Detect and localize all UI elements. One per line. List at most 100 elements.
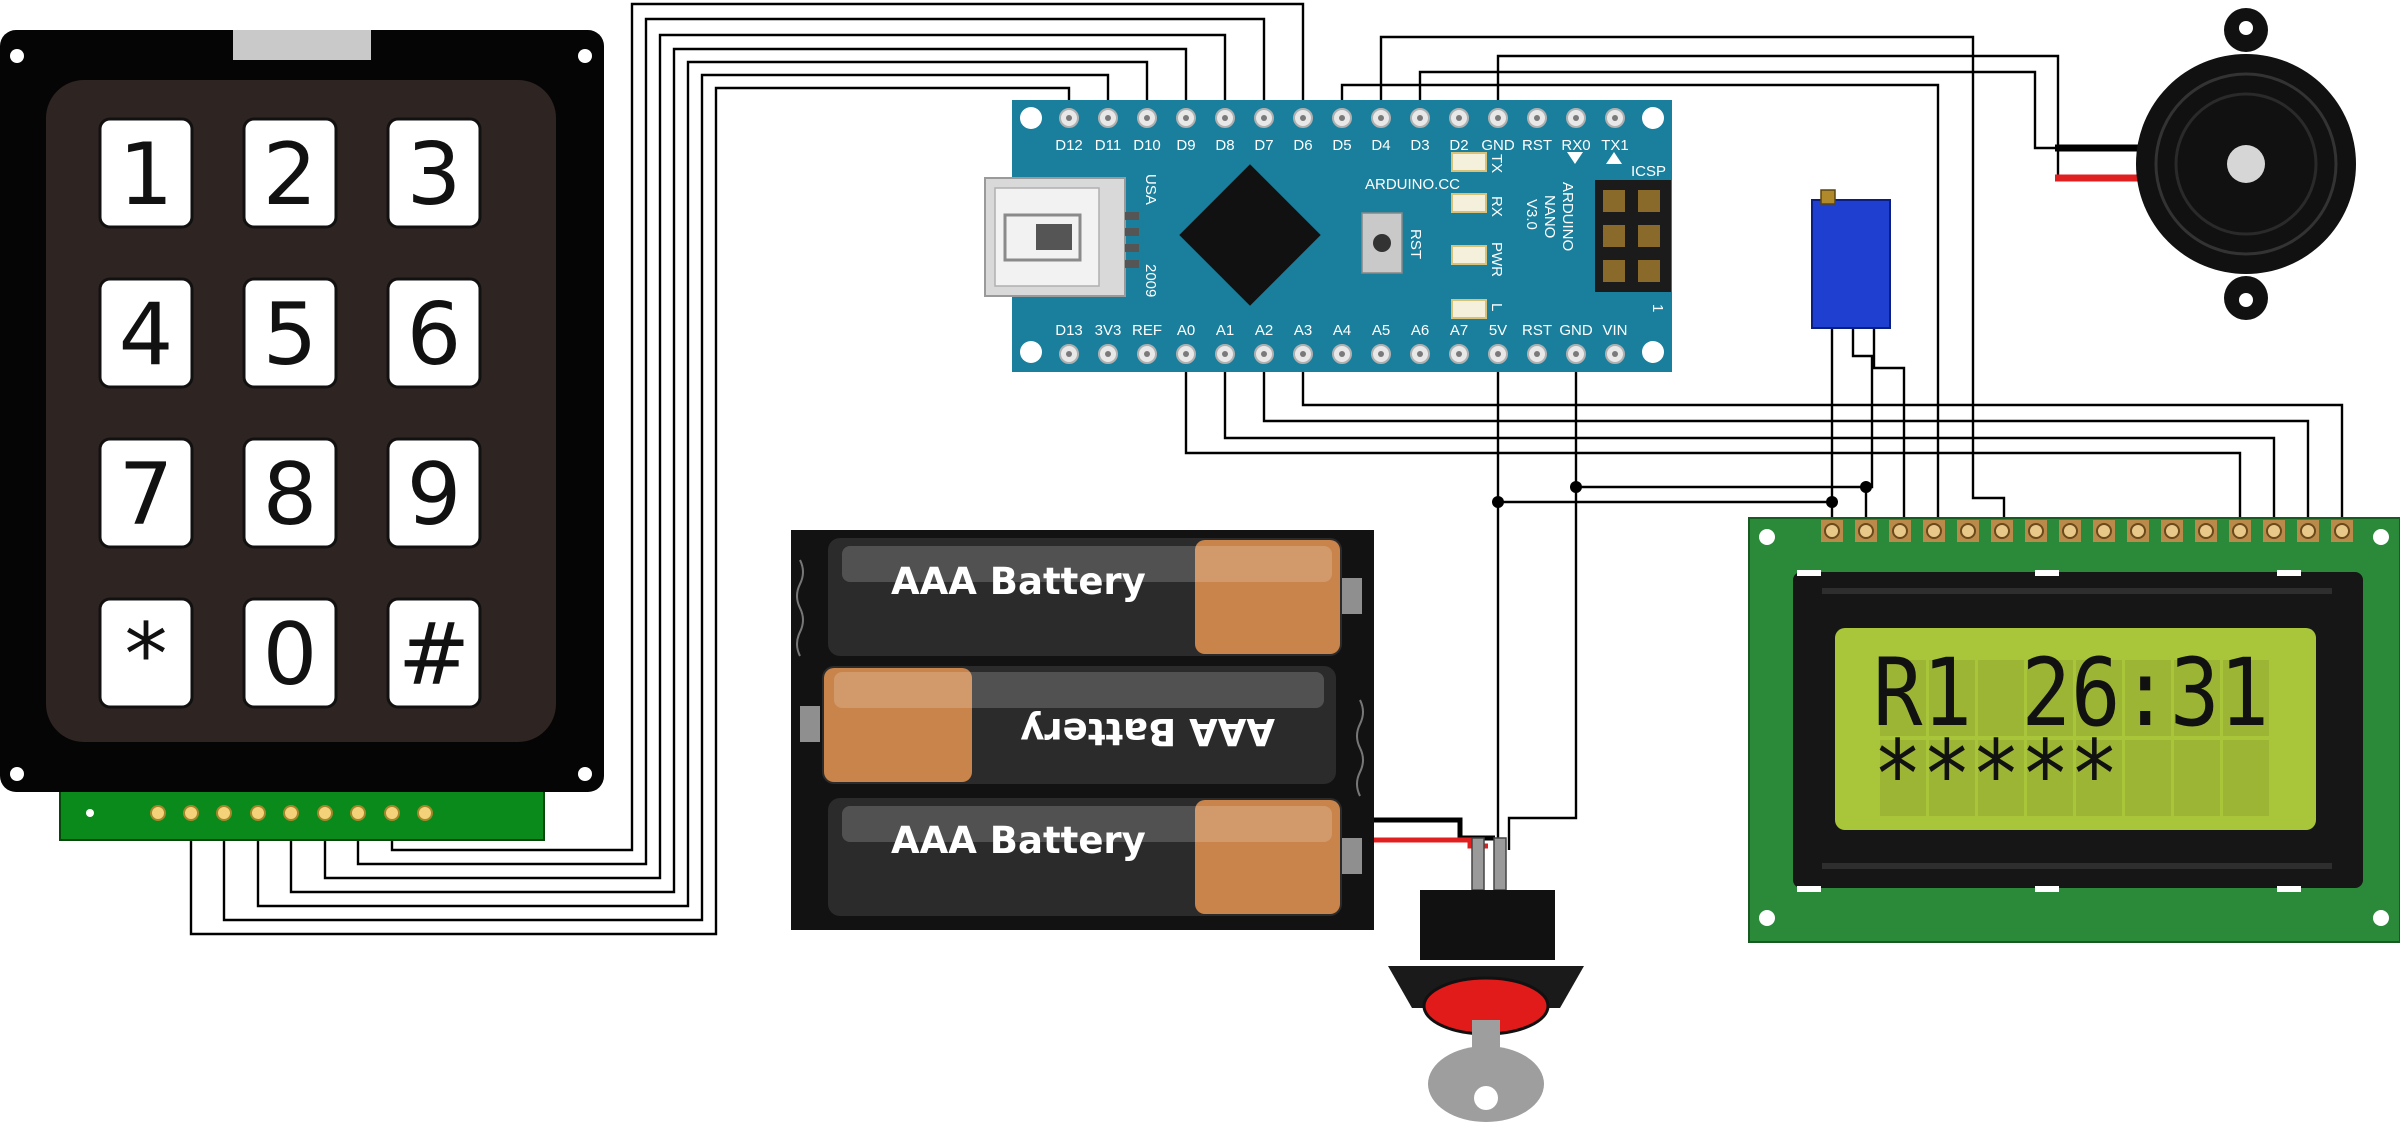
junction-dot: [1570, 481, 1582, 493]
lcd-cell: [2223, 660, 2269, 736]
lcd-header-pins: [1797, 520, 2353, 892]
lcd-pin: [1960, 523, 1976, 539]
lcd-mount-hole: [2373, 910, 2389, 926]
nano-pin-label: D6: [1293, 137, 1312, 154]
keypad-key[interactable]: 6: [386, 277, 482, 389]
keypad-key[interactable]: 7: [98, 437, 194, 549]
nano-icsp-pin1-label: 1: [1649, 304, 1666, 312]
nano-model-line-2: NANO: [1541, 195, 1558, 238]
nano-pin-hole: [1612, 115, 1618, 121]
keypad-key-face[interactable]: [98, 277, 194, 389]
nano-pin-hole: [1573, 115, 1579, 121]
lcd-notch: [2035, 886, 2059, 892]
nano-pin-label: A4: [1333, 322, 1351, 339]
keypad-key-face[interactable]: [386, 437, 482, 549]
keypad-key-face[interactable]: [242, 277, 338, 389]
keypad-key[interactable]: 4: [98, 277, 194, 389]
keypad-key[interactable]: #: [386, 597, 482, 709]
nano-pin-label: D11: [1095, 137, 1121, 154]
lcd-pin: [2062, 523, 2078, 539]
lcd-pin: [1926, 523, 1942, 539]
nano-pin-hole: [1573, 351, 1579, 357]
reset-button-cap[interactable]: [1373, 234, 1391, 252]
lcd-line-2: *****: [1873, 721, 2119, 830]
lcd-pin: [2198, 523, 2214, 539]
mount-hole: [578, 767, 592, 781]
buzzer-center-icon: [2227, 145, 2265, 183]
keypad-key-label: 3: [407, 125, 462, 225]
keypad-key[interactable]: 3: [386, 117, 482, 229]
nano-pin-label: A1: [1216, 322, 1234, 339]
nano-pin-label: D8: [1215, 137, 1234, 154]
keypad-key-label: 6: [407, 285, 462, 385]
nano-mount-hole: [1642, 341, 1664, 363]
keypad-key[interactable]: 5: [242, 277, 338, 389]
battery-label-2: AAA Battery: [1020, 710, 1275, 753]
keypad-key-label: 7: [119, 445, 174, 545]
lcd-cell: [2027, 660, 2073, 736]
reset-button[interactable]: [1361, 212, 1403, 274]
nano-pin-hole: [1183, 351, 1189, 357]
keypad-key[interactable]: 1: [98, 117, 194, 229]
lcd-cell: [1929, 660, 1975, 736]
keypad-key-face[interactable]: [386, 277, 482, 389]
keypad-pin: [216, 805, 232, 821]
led-l: [1451, 299, 1487, 319]
lcd-bezel-slot: [1822, 863, 2332, 869]
lcd-cell: [2223, 740, 2269, 816]
keypad-key-face[interactable]: [386, 597, 482, 709]
nano-pin-label: A3: [1294, 322, 1312, 339]
mount-hole: [578, 49, 592, 63]
potentiometer-screw[interactable]: [1820, 189, 1836, 205]
lcd-notch: [1797, 886, 1821, 892]
keypad-key-face[interactable]: [242, 117, 338, 229]
nano-pin-label: D10: [1133, 137, 1161, 154]
key-hole: [1474, 1086, 1498, 1110]
nano-pin-label: D12: [1055, 137, 1083, 154]
lcd-cell: [2125, 660, 2171, 736]
keypad-key-face[interactable]: [242, 437, 338, 549]
keypad-face: [46, 80, 556, 742]
keypad-key-label: 1: [119, 125, 174, 225]
lcd-pin: [2232, 523, 2248, 539]
lcd-pin: [1892, 523, 1908, 539]
keypad-key[interactable]: 0: [242, 597, 338, 709]
lcd-cell: [1880, 660, 1926, 736]
keypad-key-label: #: [398, 605, 470, 705]
keypad-key[interactable]: *: [98, 597, 194, 709]
nano-brand: ARDUINO.CC: [1365, 176, 1460, 193]
keypad-key-label: 8: [263, 445, 318, 545]
icsp-pins: [1603, 190, 1660, 282]
nano-pin-hole: [1222, 351, 1228, 357]
wire-a1-lcd: [1223, 354, 2276, 530]
nano-pin-hole: [1534, 115, 1540, 121]
keypad-key[interactable]: 8: [242, 437, 338, 549]
keypad-key-face[interactable]: [98, 597, 194, 709]
nano-pin-hole: [1456, 351, 1462, 357]
keypad-pins: [150, 805, 433, 821]
keypad-key[interactable]: 2: [242, 117, 338, 229]
usb-connector: [984, 177, 1139, 297]
lcd-line-1: R1 26:31: [1873, 639, 2269, 748]
nano-pin-label: A6: [1411, 322, 1429, 339]
lcd-notch: [2035, 570, 2059, 576]
keypad-key-face[interactable]: [386, 117, 482, 229]
keypad-key-face[interactable]: [242, 597, 338, 709]
keypad-key-face[interactable]: [98, 117, 194, 229]
key-switch[interactable]: [1388, 837, 1584, 1122]
keypad-key-face[interactable]: [98, 437, 194, 549]
led-label-tx: TX: [1488, 154, 1505, 173]
keypad-key[interactable]: 9: [386, 437, 482, 549]
lcd-pin: [1858, 523, 1874, 539]
key-switch-body: [1420, 890, 1555, 960]
wire-keypad-2: [222, 73, 1110, 922]
nano-pin-label: D5: [1332, 137, 1351, 154]
nano-icsp-label: ICSP: [1631, 163, 1666, 180]
lcd-pin: [2130, 523, 2146, 539]
nano-pin-label: REF: [1132, 322, 1162, 339]
nano-mount-hole: [1642, 107, 1664, 129]
key-shaft: [1472, 1020, 1500, 1060]
lcd-pin: [1994, 523, 2010, 539]
potentiometer[interactable]: [1811, 189, 1891, 329]
